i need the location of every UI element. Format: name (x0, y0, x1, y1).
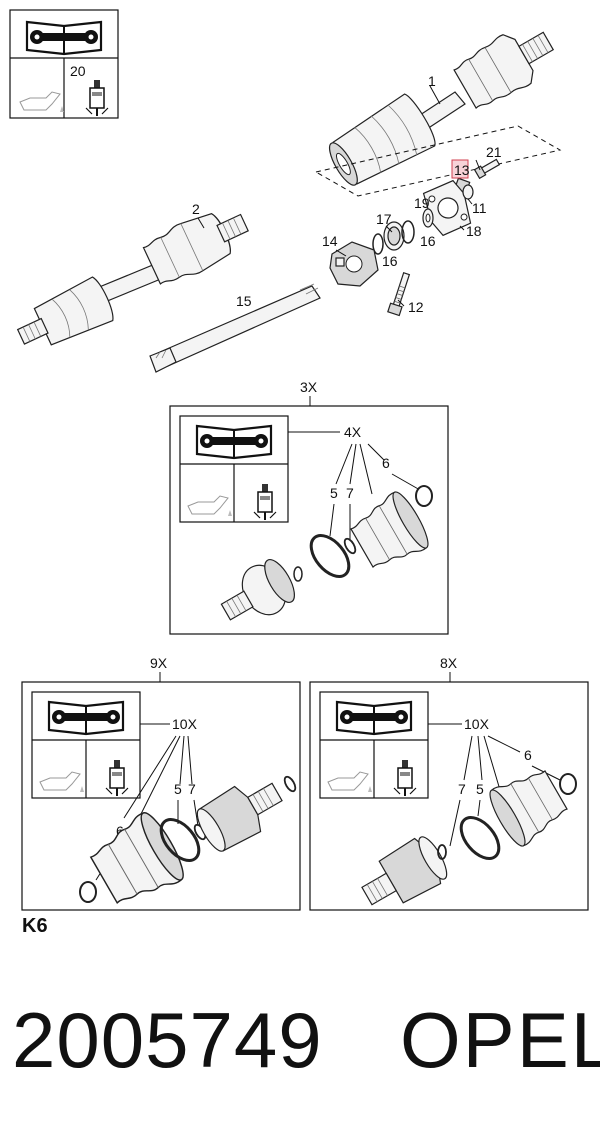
kit-9x-oil-icon (39, 771, 85, 793)
callout-21: 21 (486, 144, 502, 160)
callout-11: 11 (472, 200, 487, 216)
kit-8x-label-c: 6 (524, 747, 532, 763)
callout-14: 14 (322, 233, 338, 249)
kit-8x-manual-icon (335, 700, 413, 736)
callout-13: 13 (454, 162, 470, 178)
kit-8x-label-b: 5 (476, 781, 484, 797)
part-number: 2005749 (12, 996, 323, 1084)
callout-19: 19 (414, 195, 430, 211)
kit-9x-label-b: 7 (188, 781, 196, 797)
kit-9x-label-c: 6 (116, 823, 124, 839)
brand-name: OPEL (400, 996, 600, 1084)
callout-15: 15 (236, 293, 252, 309)
kit-3x-label-a: 5 (330, 485, 338, 501)
callout-18: 18 (466, 223, 482, 239)
repair-kit-8x: 8X 10X 7 5 6 (309, 655, 589, 911)
kit-8x-oil-icon (327, 771, 373, 793)
intermediate-shaft-15: 15 (149, 283, 321, 373)
oil-can-icon (19, 91, 65, 113)
callout-16a: 16 (420, 233, 436, 249)
kit-9x-label-a: 5 (174, 781, 182, 797)
repair-kit-9x: 9X 10X 5 7 6 (21, 655, 301, 915)
kit-8x-group-label: 10X (464, 716, 490, 732)
kit-3x-oil-icon (187, 495, 233, 517)
callout-16b: 16 (382, 253, 398, 269)
kit-3x-manual-icon (195, 424, 273, 460)
kit-9x-manual-icon (47, 700, 125, 736)
kit-8x-label-a: 7 (458, 781, 466, 797)
highlight-13 (451, 159, 469, 179)
parts-diagram: 20 1 (9, 9, 589, 937)
callout-2: 2 (192, 201, 200, 217)
section-code: K6 (22, 915, 48, 937)
callout-12: 12 (408, 299, 424, 315)
kit-3x-group-label: 4X (344, 424, 362, 440)
repair-manual-icon (25, 20, 103, 56)
callout-1: 1 (428, 73, 436, 89)
callout-17: 17 (376, 211, 392, 227)
kit-3x-grease-icon (253, 483, 277, 521)
grease-gun-icon (85, 79, 109, 117)
service-info-box: 20 (9, 9, 119, 119)
kit-9x-group-label: 10X (172, 716, 198, 732)
kit-3x-title: 3X (300, 379, 318, 395)
kit-3x-label-c: 6 (382, 455, 390, 471)
drive-shaft-1: 1 (328, 31, 555, 186)
kit-8x-grease-icon (393, 759, 417, 797)
footer: 2005749 OPEL (0, 990, 600, 1090)
kit-3x-label-b: 7 (346, 485, 354, 501)
drive-shaft-2: 2 (16, 201, 249, 346)
kit-9x-grease-icon (105, 759, 129, 797)
intermediate-bearing-group: 21 13 11 19 18 17 16 16 14 12 (322, 144, 502, 317)
kit-8x-title: 8X (440, 655, 458, 671)
header-quantity-label: 20 (70, 63, 86, 79)
bearing-kit-outline (314, 125, 562, 197)
kit-9x-title: 9X (150, 655, 168, 671)
repair-kit-3x: 3X 4X 5 7 6 (169, 379, 449, 635)
